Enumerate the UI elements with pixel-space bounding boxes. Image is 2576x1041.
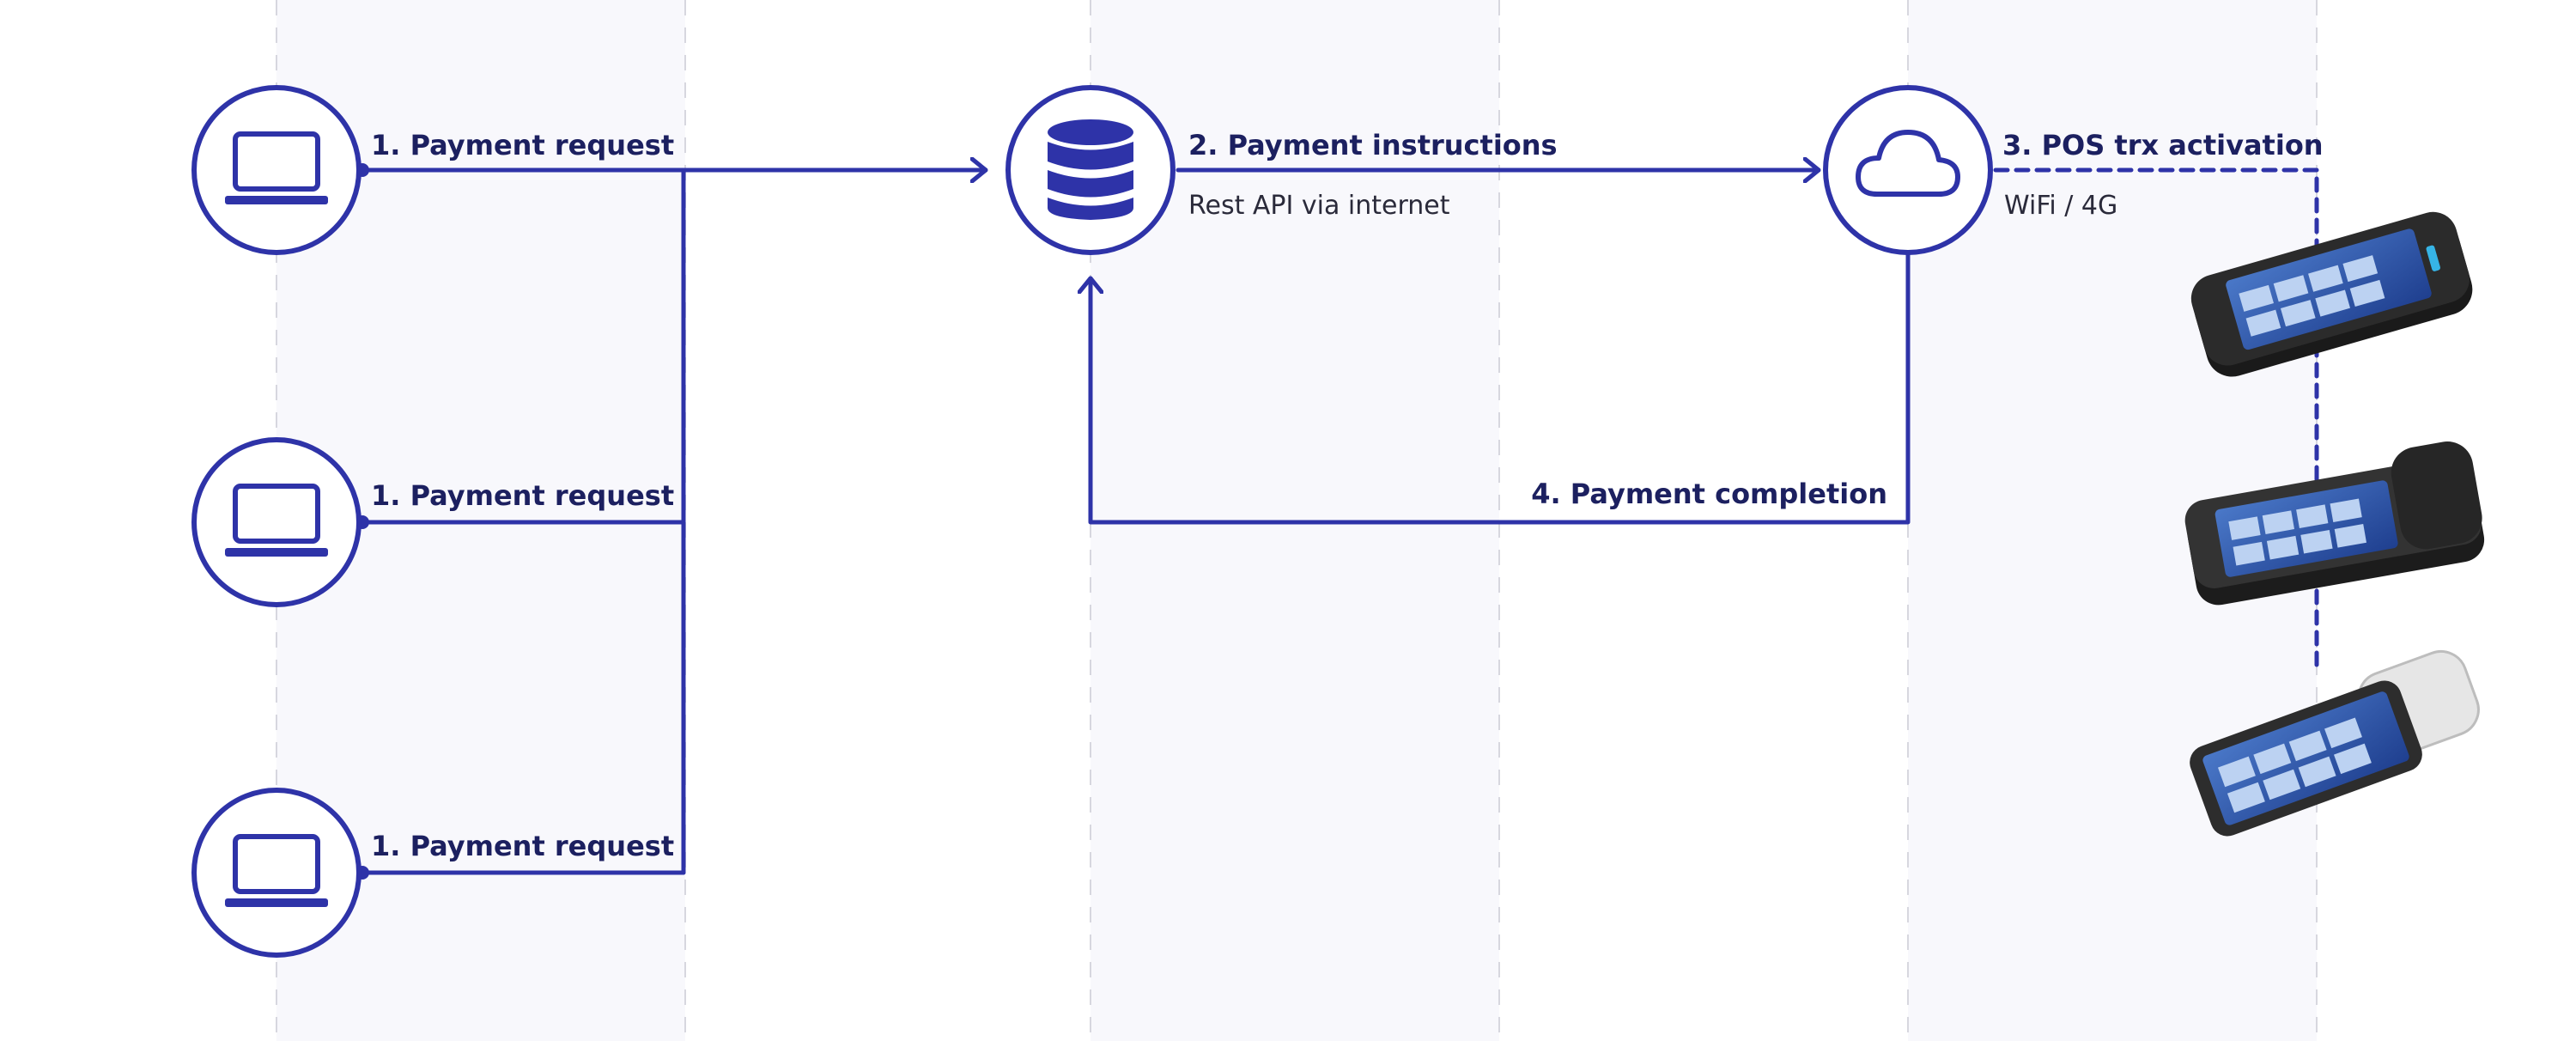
activation-label: 3. POS trx activation	[2002, 129, 2324, 161]
client-node	[191, 788, 361, 958]
terminal-screen-tiles	[2239, 255, 2385, 337]
client-node	[191, 85, 361, 255]
client-1-label: 1. Payment request	[371, 129, 674, 161]
database-top	[1048, 119, 1133, 145]
completion-label: 4. Payment completion	[1531, 478, 1887, 510]
laptop-icon	[225, 834, 328, 907]
laptop-base	[225, 898, 328, 907]
terminal-printer-head	[2391, 441, 2482, 550]
completion-arrow	[1091, 252, 1911, 525]
client-node	[191, 437, 361, 607]
pos-terminals	[2184, 211, 2485, 837]
database-tier-2	[1048, 170, 1133, 198]
cloud-node-ring	[1823, 85, 1993, 255]
pos-terminal-printer-icon	[2184, 441, 2485, 606]
pos-terminal-countertop-icon	[2190, 650, 2480, 837]
instructions-sublabel: Rest API via internet	[1188, 191, 1450, 221]
activation-dashed-line	[1993, 167, 2319, 673]
server-node	[1005, 85, 1176, 255]
client-nodes	[191, 85, 361, 958]
terminal-accent	[2426, 245, 2441, 271]
instructions-label: 2. Payment instructions	[1188, 129, 1558, 161]
laptop-screen	[233, 484, 320, 544]
server-node-ring	[1005, 85, 1176, 255]
database-icon	[1048, 119, 1133, 220]
client-2-label: 1. Payment request	[371, 479, 674, 512]
client-3-label: 1. Payment request	[371, 830, 674, 862]
terminal-screen-tiles	[2217, 717, 2372, 813]
cloud-icon	[1856, 130, 1960, 197]
laptop-icon	[225, 484, 328, 557]
laptop-base	[225, 548, 328, 557]
laptop-screen	[233, 834, 320, 894]
activation-sublabel: WiFi / 4G	[2004, 191, 2117, 221]
laptop-base	[225, 196, 328, 204]
database-tier-1	[1048, 142, 1133, 170]
database-tier-3	[1048, 198, 1133, 220]
laptop-screen	[233, 131, 320, 192]
client-node-ring	[191, 437, 361, 607]
labels: 1. Payment request 1. Payment request 1.…	[371, 129, 2324, 862]
pos-terminal-handheld-icon	[2190, 211, 2473, 377]
connectors	[360, 167, 2319, 875]
terminal-screen-tiles	[2228, 498, 2366, 566]
client-node-ring	[191, 85, 361, 255]
client-node-ring	[191, 788, 361, 958]
cloud-node	[1823, 85, 1993, 255]
laptop-icon	[225, 131, 328, 204]
